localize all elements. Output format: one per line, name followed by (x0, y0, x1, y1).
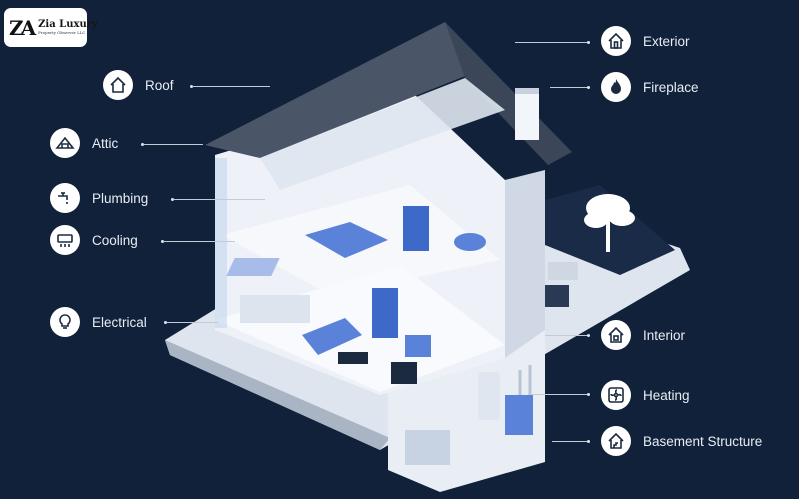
callout-fireplace: Fireplace (601, 72, 699, 102)
connector-dot (190, 85, 193, 88)
connector-dot (171, 198, 174, 201)
connector-dot (141, 143, 144, 146)
callout-label: Fireplace (643, 79, 699, 95)
cooling-connector (163, 241, 235, 242)
round-table (454, 233, 486, 251)
electrical-connector (166, 322, 218, 323)
callout-roof: Roof (103, 70, 174, 100)
roof-connector (192, 86, 270, 87)
callout-plumbing: Plumbing (50, 183, 148, 213)
connector-dot (587, 41, 590, 44)
interior-connector (545, 335, 588, 336)
attic-icon (50, 128, 80, 158)
house-right-wall (505, 170, 545, 358)
callout-label: Interior (643, 327, 686, 343)
logo-mark: ZA (9, 15, 36, 40)
callout-electrical: Electrical (50, 307, 147, 337)
callout-label: Cooling (92, 232, 138, 248)
armchair (405, 335, 431, 357)
ac-unit (548, 262, 578, 280)
water-heater (478, 372, 500, 420)
callout-label: Attic (92, 135, 119, 151)
brand-logo: ZA Zia Luxury Property Observer LLC (4, 8, 98, 47)
callout-label: Heating (643, 387, 690, 403)
kitchen-counter (240, 295, 310, 323)
rug (226, 258, 280, 276)
plumbing-connector (173, 199, 265, 200)
tv (391, 362, 417, 384)
fan-icon (601, 380, 631, 410)
exterior-connector (515, 42, 588, 43)
callout-interior: Interior (601, 320, 685, 350)
callout-label: Basement Structure (643, 433, 763, 449)
roof-left (205, 22, 480, 158)
basement-connector (552, 441, 588, 442)
connector-dot (164, 321, 167, 324)
faucet-icon (50, 183, 80, 213)
bookshelf (372, 288, 398, 338)
callout-label: Roof (145, 77, 174, 93)
lightbulb-icon (50, 307, 80, 337)
sofa (302, 318, 362, 355)
coffee-table (338, 352, 368, 364)
house-door-icon (601, 320, 631, 350)
chimney (515, 88, 539, 140)
connector-dot (587, 334, 590, 337)
callout-label: Electrical (92, 314, 147, 330)
glass-pane (215, 158, 227, 328)
heating-connector (528, 394, 588, 395)
callout-cooling: Cooling (50, 225, 138, 255)
callout-exterior: Exterior (601, 26, 690, 56)
connector-dot (587, 393, 590, 396)
lower-floor (215, 265, 505, 392)
attic-connector (143, 144, 203, 145)
roof-right (445, 22, 572, 165)
attic-floor (260, 78, 505, 190)
house-outline-icon (601, 26, 631, 56)
callout-label: Exterior (643, 33, 690, 49)
callout-label: Plumbing (92, 190, 149, 206)
house-stairs-icon (601, 426, 631, 456)
fireplace-connector (550, 87, 588, 88)
furnace (505, 395, 533, 435)
tree (584, 194, 635, 252)
connector-dot (587, 440, 590, 443)
wardrobe (403, 206, 429, 251)
callout-attic: Attic (50, 128, 118, 158)
callout-basement: Basement Structure (601, 426, 762, 456)
air-conditioner-icon (50, 225, 80, 255)
ac-unit (545, 285, 569, 307)
house-icon (103, 70, 133, 100)
callout-heating: Heating (601, 380, 690, 410)
flame-icon (601, 72, 631, 102)
brand-name: Zia Luxury (38, 19, 98, 30)
platform-edge (165, 340, 390, 450)
connector-dot (161, 240, 164, 243)
washer (405, 430, 450, 465)
bed (305, 222, 388, 258)
brand-tagline: Property Observer LLC (38, 30, 86, 35)
connector-dot (587, 86, 590, 89)
